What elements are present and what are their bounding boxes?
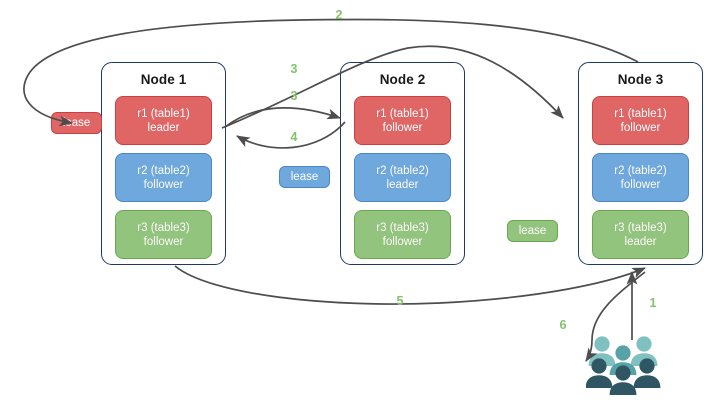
replica-name: r1 (table1) xyxy=(376,107,429,120)
replica-name: r3 (table3) xyxy=(376,221,429,234)
step-label-3-upper: 3 xyxy=(290,62,298,76)
arrow-step-3-middle xyxy=(224,107,341,128)
replica-node2-r1[interactable]: r1 (table1) follower xyxy=(354,96,451,145)
node-card-2[interactable]: Node 2 r1 (table1) follower r2 (table2) … xyxy=(340,62,465,265)
users-icon xyxy=(586,336,661,395)
step-label-6: 6 xyxy=(559,318,567,332)
step-label-2: 2 xyxy=(335,8,343,22)
replica-role: follower xyxy=(620,121,661,134)
replica-node2-r3[interactable]: r3 (table3) follower xyxy=(354,210,451,259)
node-title-3: Node 3 xyxy=(617,72,664,87)
replica-name: r2 (table2) xyxy=(614,164,667,177)
node-card-1[interactable]: Node 1 r1 (table1) leader r2 (table2) fo… xyxy=(101,62,226,265)
replica-role: follower xyxy=(143,178,184,191)
replica-name: r2 (table2) xyxy=(137,164,190,177)
replica-role: follower xyxy=(382,121,423,134)
replica-node3-r1[interactable]: r1 (table1) follower xyxy=(592,96,689,145)
lease-chip-green[interactable]: lease xyxy=(507,220,558,242)
step-label-4: 4 xyxy=(290,130,298,144)
replica-name: r2 (table2) xyxy=(376,164,429,177)
replica-name: r1 (table1) xyxy=(614,107,667,120)
replica-role: follower xyxy=(620,178,661,191)
replica-node1-r2[interactable]: r2 (table2) follower xyxy=(115,153,212,202)
step-label-5: 5 xyxy=(396,294,404,308)
replica-node3-r3[interactable]: r3 (table3) leader xyxy=(592,210,689,259)
node-title-1: Node 1 xyxy=(140,72,187,87)
replica-node1-r3[interactable]: r3 (table3) follower xyxy=(115,210,212,259)
replica-role: follower xyxy=(143,235,184,248)
arrow-step-5 xyxy=(174,265,646,305)
replica-role: leader xyxy=(147,121,180,134)
replica-role: leader xyxy=(386,178,419,191)
lease-chip-blue[interactable]: lease xyxy=(279,166,330,188)
replica-node1-r1[interactable]: r1 (table1) leader xyxy=(115,96,212,145)
replica-node2-r2[interactable]: r2 (table2) leader xyxy=(354,153,451,202)
replica-role: follower xyxy=(382,235,423,248)
replica-name: r1 (table1) xyxy=(137,107,190,120)
replica-name: r3 (table3) xyxy=(137,221,190,234)
replica-role: leader xyxy=(624,235,657,248)
lease-chip-red[interactable]: lease xyxy=(51,112,102,134)
replica-node3-r2[interactable]: r2 (table2) follower xyxy=(592,153,689,202)
node-card-3[interactable]: Node 3 r1 (table1) follower r2 (table2) … xyxy=(578,62,703,265)
node-title-2: Node 2 xyxy=(379,72,426,87)
replica-name: r3 (table3) xyxy=(614,221,667,234)
step-label-1: 1 xyxy=(649,296,657,310)
step-label-3-middle: 3 xyxy=(290,89,298,103)
